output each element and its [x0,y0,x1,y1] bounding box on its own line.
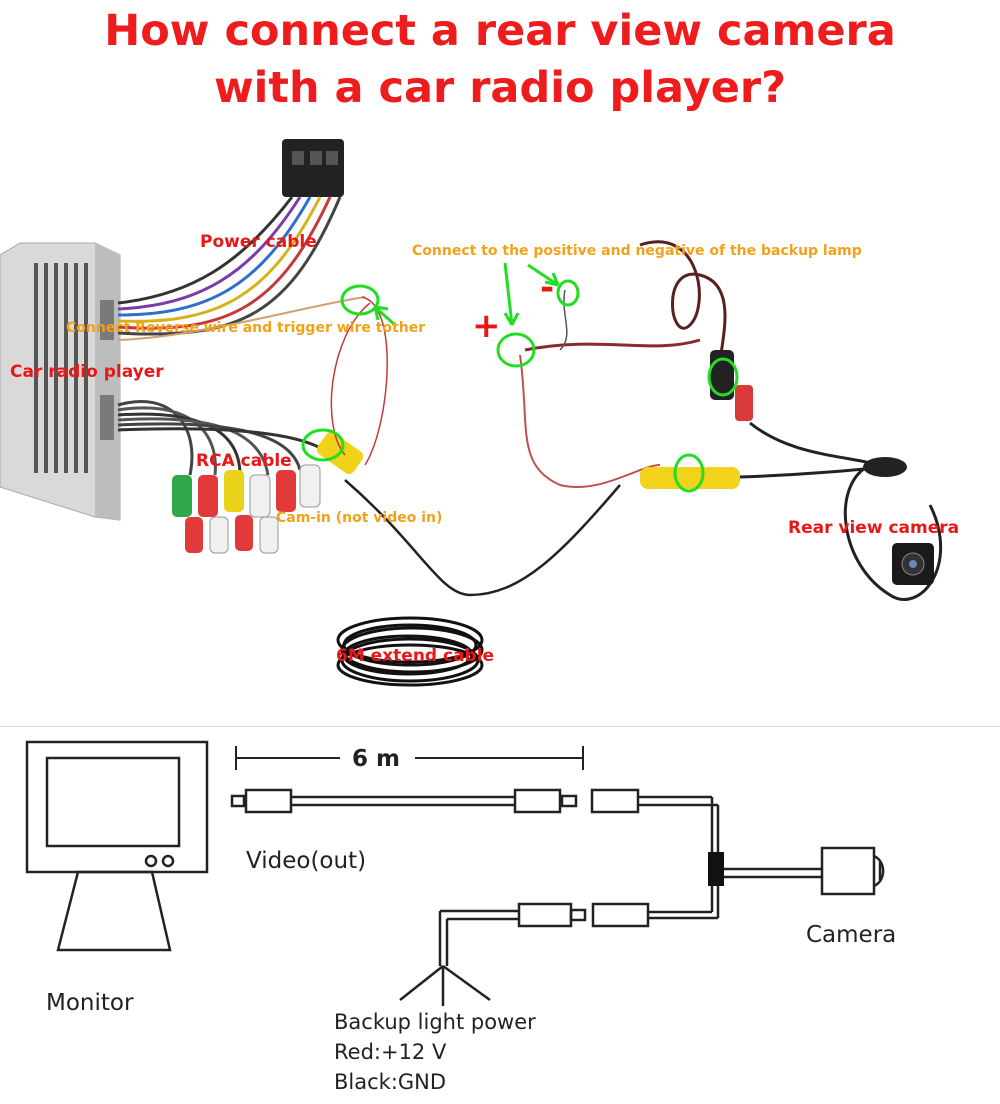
monitor-drawing [25,740,209,952]
cable-junction [708,852,724,886]
rca-cable-label: RCA cable [196,451,292,471]
negative-lamp-wire [559,289,568,351]
wiring-photo-illustration [0,139,943,687]
backup-lamp-label: Connect to the positive and negative of … [412,243,862,259]
rca-plugs [172,464,321,554]
distance-dimension [235,746,584,770]
red-wire-label: Red:+12 V [334,1040,447,1064]
highlight-markers [301,262,739,493]
monitor-label: Monitor [46,990,134,1016]
car-radio-label: Car radio player [10,362,164,382]
power-cable-drawing [399,886,720,1006]
reverse-wire-label: Connect Reverse wire and trigger wire to… [66,320,426,336]
camera-power-coil [639,240,727,366]
rear-camera-label: Rear view camera [788,518,960,538]
trigger-wire [330,296,388,466]
extend-cable-label: 6M extend cable [336,646,495,666]
camera-loop-cable [843,463,943,601]
reverse-wire [117,296,366,341]
power-wire-pair [524,338,701,352]
video-out-label: Video(out) [246,848,367,874]
section-divider [0,726,1000,727]
cam-in-label: Cam-in (not video in) [276,510,443,526]
power-harness-wires [117,196,342,336]
camera-drawing [724,846,885,896]
schematic-diagram [25,740,885,1006]
extend-cable-coil [336,616,484,687]
minus-symbol: - [540,268,555,308]
camera-label: Camera [806,922,897,948]
video-cable-run [344,479,621,597]
rear-view-camera [892,543,934,585]
power-connector [282,139,344,197]
power-cable-label: Power cable [200,232,317,252]
title-line-1: How connect a rear view camera [104,6,896,56]
backup-power-label: Backup light power [334,1010,536,1034]
video-cable-drawing [230,788,720,852]
camera-red-plug [735,385,753,421]
camera-cable-1 [749,421,881,467]
camera-cable-clip [863,457,907,477]
positive-lamp-wire [519,354,661,488]
title-line-2: with a car radio player? [213,63,787,113]
plus-symbol: + [472,306,501,346]
video-coupler [640,467,740,489]
car-radio-unit [0,242,121,521]
black-wire-label: Black:GND [334,1070,447,1094]
distance-label: 6 m [352,746,400,772]
